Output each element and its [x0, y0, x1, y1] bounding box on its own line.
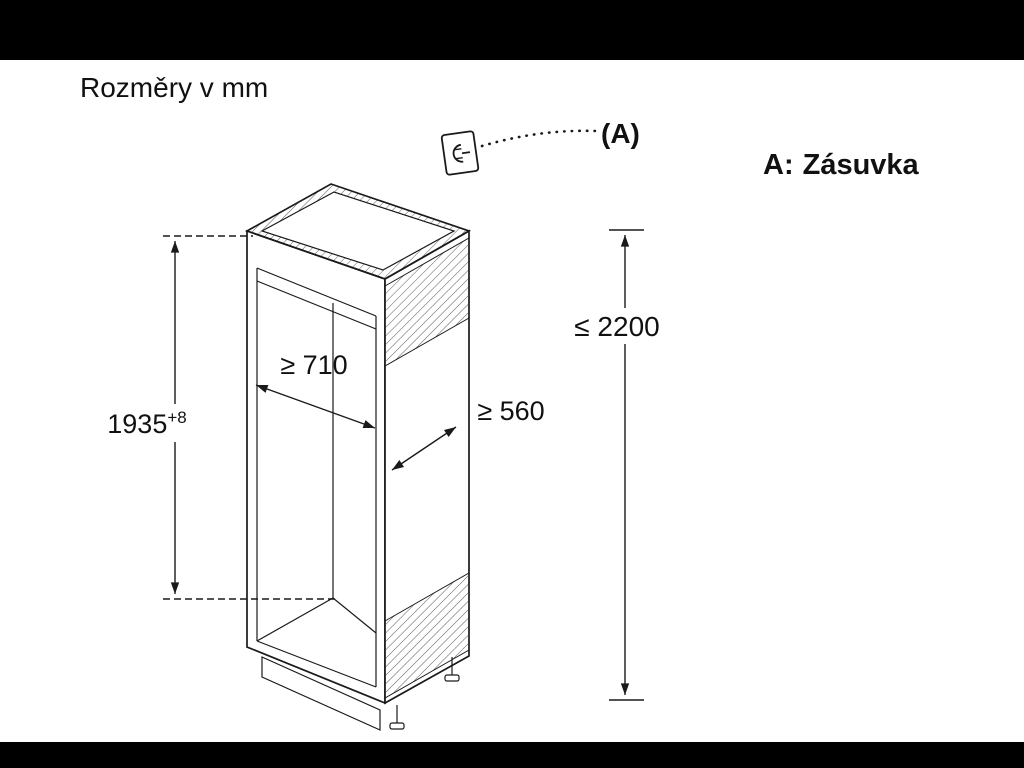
cabinet-drawing — [244, 183, 472, 731]
letterbox-top — [0, 0, 1024, 60]
socket-callout: (A) — [440, 118, 640, 176]
legend-key: A: — [763, 149, 794, 181]
niche-height-dimension: 1935+8 — [103, 235, 336, 600]
leveling-feet — [389, 657, 460, 730]
front-face — [246, 229, 386, 705]
dimension-arrow — [391, 426, 457, 471]
niche-depth-label: ≥ 560 — [477, 396, 544, 426]
shelf-line — [256, 267, 377, 317]
niche-height-label: 1935+8 — [107, 408, 186, 439]
interior-floor-edge — [256, 597, 334, 642]
callout-label: (A) — [601, 118, 640, 149]
top-face-inner — [260, 191, 456, 271]
niche-width-label: ≥ 710 — [280, 350, 347, 380]
hatch-band-top — [384, 237, 470, 367]
niche-depth-dimension: ≥ 560 — [391, 396, 545, 471]
power-socket-icon — [440, 130, 480, 176]
callout-leader-dots — [480, 129, 598, 148]
leveling-foot-base — [444, 674, 460, 682]
label-backing — [564, 308, 672, 344]
letterbox-bottom — [0, 742, 1024, 768]
niche-width-dimension: ≥ 710 — [255, 350, 376, 429]
legend-value: Zásuvka — [803, 149, 920, 181]
page-title: Rozměry v mm — [80, 72, 268, 103]
niche-opening — [256, 267, 377, 688]
legend: A: Zásuvka — [763, 149, 920, 181]
socket-height-dimension: ≤ 2200 — [564, 229, 672, 701]
inner-bottom-edge — [256, 640, 377, 688]
socket-height-label: ≤ 2200 — [574, 311, 659, 342]
plinth-panel — [261, 656, 381, 731]
interior-floor-edge — [332, 597, 377, 634]
hatch-band-bottom — [384, 572, 470, 699]
label-backing — [103, 404, 205, 442]
shelf-line — [256, 280, 377, 330]
leveling-foot-base — [389, 722, 405, 730]
dimension-arrow — [255, 384, 376, 429]
